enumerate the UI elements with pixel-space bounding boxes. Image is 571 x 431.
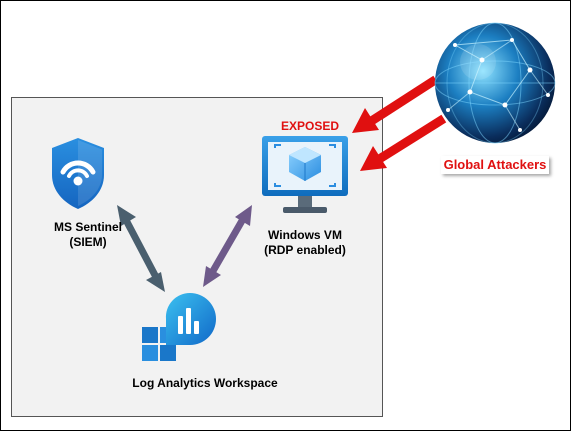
vm-law-connector — [203, 205, 252, 287]
globe-network-icon — [434, 22, 556, 144]
sentinel-law-connector — [117, 205, 165, 292]
exposed-label: EXPOSED — [280, 119, 340, 133]
analytics-chart-icon — [142, 292, 216, 361]
attack-arrow-lower — [360, 114, 447, 171]
law-label: Log Analytics Workspace — [132, 376, 278, 390]
sentinel-label: MS Sentinel (SIEM) — [38, 220, 138, 250]
monitor-cube-icon — [262, 136, 348, 213]
attackers-label: Global Attackers — [441, 156, 549, 174]
sentinel-title: MS Sentinel — [53, 220, 122, 234]
vm-label: Windows VM (RDP enabled) — [250, 228, 360, 258]
attack-arrow-upper — [352, 75, 439, 133]
vm-title: Windows VM — [268, 228, 342, 242]
sentinel-subtitle: (SIEM) — [69, 235, 107, 249]
vm-subtitle: (RDP enabled) — [264, 243, 346, 257]
shield-wifi-icon — [52, 138, 104, 209]
